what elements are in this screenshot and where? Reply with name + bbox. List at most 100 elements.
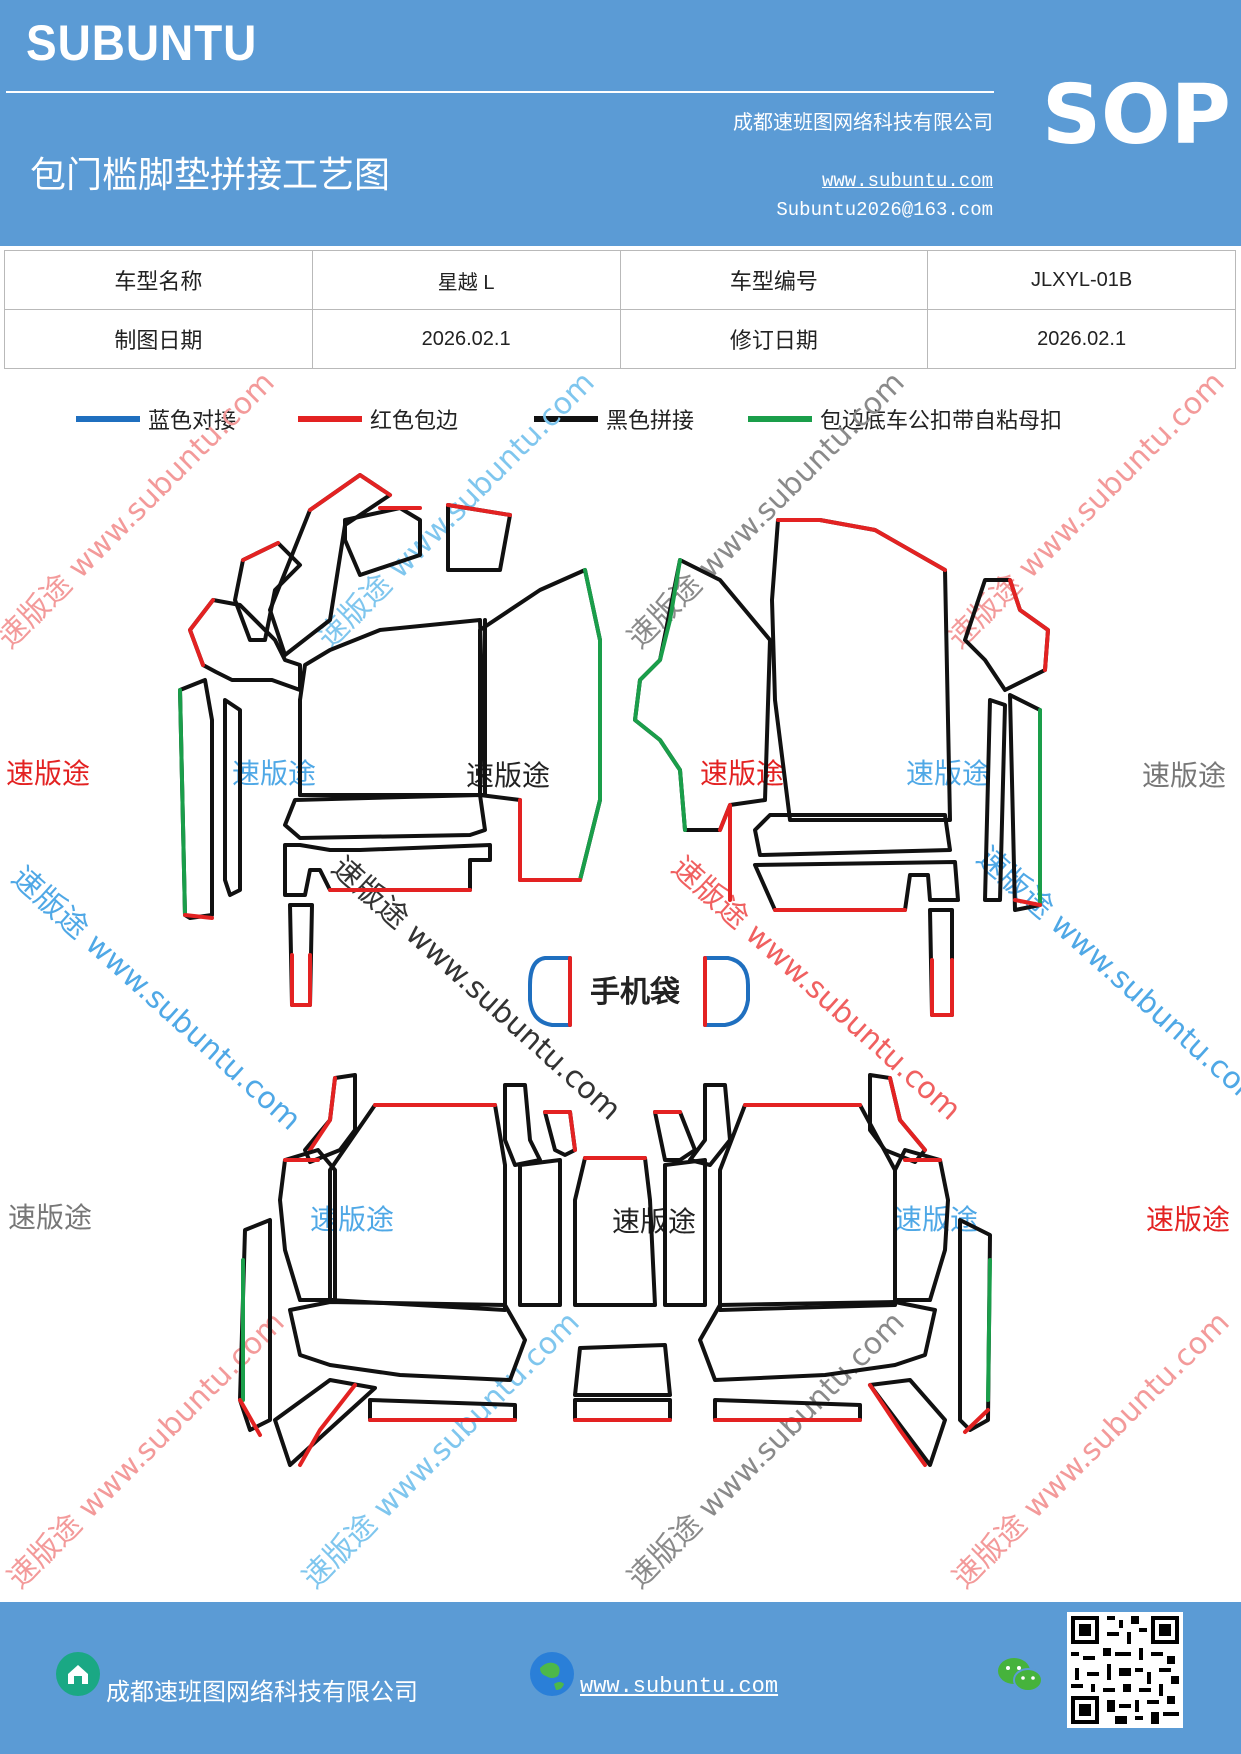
- legend-item-black: 黑色拼接: [534, 404, 694, 434]
- red-edge: [718, 803, 732, 902]
- red-edge: [1008, 578, 1050, 672]
- mat-piece: [983, 698, 1007, 902]
- home-icon: [56, 1652, 100, 1696]
- watermark: 速版途 www.subuntu.com: [941, 365, 1232, 656]
- mat-piece: [238, 1218, 272, 1432]
- mat-piece: [223, 698, 242, 897]
- watermark-word: 速版途: [6, 757, 90, 790]
- red-edge: [183, 913, 214, 920]
- red-edge: [241, 541, 280, 562]
- red-edge: [1013, 898, 1042, 907]
- red-line-swatch: [298, 416, 362, 422]
- rear-center-mat: [573, 1156, 672, 1422]
- front-right-mat: [633, 518, 1050, 1017]
- footer-url-link[interactable]: www.subuntu.com: [580, 1674, 779, 1699]
- draw-date-label: 制图日期: [4, 309, 313, 369]
- watermark: 速版途 www.subuntu.com: [311, 365, 602, 656]
- phone-bag-right-piece: [703, 956, 750, 1027]
- qr-code: [1067, 1612, 1183, 1728]
- table-row: 车型名称 星越 L 车型编号 JLXYL-01B: [4, 250, 1236, 310]
- red-edge: [518, 798, 582, 882]
- mat-piece: [698, 1300, 937, 1382]
- wechat-icon: [998, 1658, 1043, 1692]
- table-row: 制图日期 2026.02.1 修订日期 2026.02.1: [4, 309, 1236, 369]
- brand-logo: SUBUNTU: [26, 15, 258, 71]
- front-left-mat: [178, 473, 602, 1007]
- watermark-word: 速版途: [612, 1205, 696, 1238]
- mat-piece: [278, 1148, 337, 1302]
- mat-piece: [958, 1218, 992, 1432]
- legend-item-blue: 蓝色对接: [76, 404, 236, 434]
- vehicle-info-table: 车型名称 星越 L 车型编号 JLXYL-01B 制图日期 2026.02.1 …: [4, 250, 1236, 369]
- mat-piece: [273, 1378, 377, 1467]
- red-edge: [963, 1408, 990, 1434]
- page-title: 包门槛脚垫拼接工艺图: [30, 155, 391, 196]
- mat-piece: [688, 1083, 732, 1167]
- watermark: 速版途 www.subuntu.com: [621, 365, 912, 656]
- watermark-word: 速版途: [700, 757, 784, 790]
- mat-piece: [893, 1148, 950, 1302]
- watermark: 速版途 www.subuntu.com: [5, 860, 308, 1138]
- mat-main-panel: [718, 1103, 897, 1312]
- red-edge: [776, 518, 947, 572]
- draw-date-value: 2026.02.1: [311, 309, 621, 369]
- mat-piece: [653, 1110, 697, 1162]
- model-name-label: 车型名称: [4, 250, 313, 310]
- red-edge: [188, 598, 215, 667]
- rear-left-mat: [238, 1073, 577, 1467]
- blue-line-swatch: [76, 416, 140, 422]
- header-divider: [6, 91, 994, 93]
- mat-piece: [573, 1343, 672, 1397]
- watermark: 速版途 www.subuntu.com: [296, 1305, 587, 1596]
- red-edge: [930, 958, 954, 1017]
- phone-bag-label: 手机袋: [590, 975, 680, 1010]
- mat-main-panel: [328, 1103, 507, 1312]
- footer-company: 成都速班图网络科技有限公司: [106, 1678, 418, 1706]
- rear-right-mat: [653, 1073, 992, 1467]
- globe-icon: [530, 1652, 574, 1696]
- mat-piece: [753, 813, 952, 857]
- red-edge: [298, 1383, 357, 1467]
- watermark-words: 速版途 速版途 速版途 速版途 速版途 速版途 速版途 速版途 速版途 速版途 …: [6, 757, 1230, 1238]
- legend-item-green: 包边底车公扣带自粘母扣: [748, 404, 1062, 434]
- watermark-word: 速版途: [8, 1201, 92, 1234]
- phone-bag-left-piece: [528, 956, 572, 1027]
- red-edge: [308, 1076, 337, 1152]
- header-email: Subuntu2026@163.com: [776, 199, 993, 221]
- watermark: 速版途 www.subuntu.com: [1, 1305, 292, 1596]
- phone-bag: 手机袋: [528, 956, 750, 1027]
- model-code-label: 车型编号: [619, 250, 929, 310]
- green-edge: [178, 688, 187, 917]
- revision-date-value: 2026.02.1: [927, 309, 1236, 369]
- legend-label: 包边底车公扣带自粘母扣: [820, 409, 1063, 434]
- watermark-word: 速版途: [1146, 1203, 1230, 1236]
- mat-piece: [283, 843, 492, 897]
- legend-label: 蓝色对接: [148, 409, 237, 434]
- mat-piece: [288, 1300, 527, 1382]
- legend-label: 黑色拼接: [606, 409, 695, 434]
- header-url-link[interactable]: www.subuntu.com: [821, 170, 993, 192]
- watermark-word: 速版途: [232, 757, 316, 790]
- green-edge: [986, 1258, 992, 1402]
- model-name-value: 星越 L: [311, 250, 621, 310]
- red-edge: [446, 503, 512, 517]
- header-company: 成都速班图网络科技有限公司: [733, 110, 993, 134]
- watermark-word: 速版途: [310, 1203, 394, 1236]
- black-seam: [298, 618, 487, 797]
- model-code-value: JLXYL-01B: [927, 250, 1236, 310]
- mat-piece: [573, 1398, 672, 1422]
- legend-label: 红色包边: [370, 409, 459, 434]
- revision-date-label: 修订日期: [619, 309, 929, 369]
- red-edge: [308, 473, 392, 512]
- red-edge: [868, 1383, 927, 1467]
- red-edge: [290, 953, 312, 1007]
- mat-piece: [868, 1378, 947, 1467]
- green-line-swatch: [748, 416, 812, 422]
- red-edge: [543, 1110, 577, 1152]
- sop-badge: SOP: [1042, 68, 1231, 163]
- red-edge: [888, 1076, 927, 1152]
- legend-item-red: 红色包边: [298, 404, 458, 434]
- mat-piece: [753, 860, 960, 912]
- header-banner: SUBUNTU 成都速班图网络科技有限公司 包门槛脚垫拼接工艺图 www.sub…: [0, 0, 1241, 246]
